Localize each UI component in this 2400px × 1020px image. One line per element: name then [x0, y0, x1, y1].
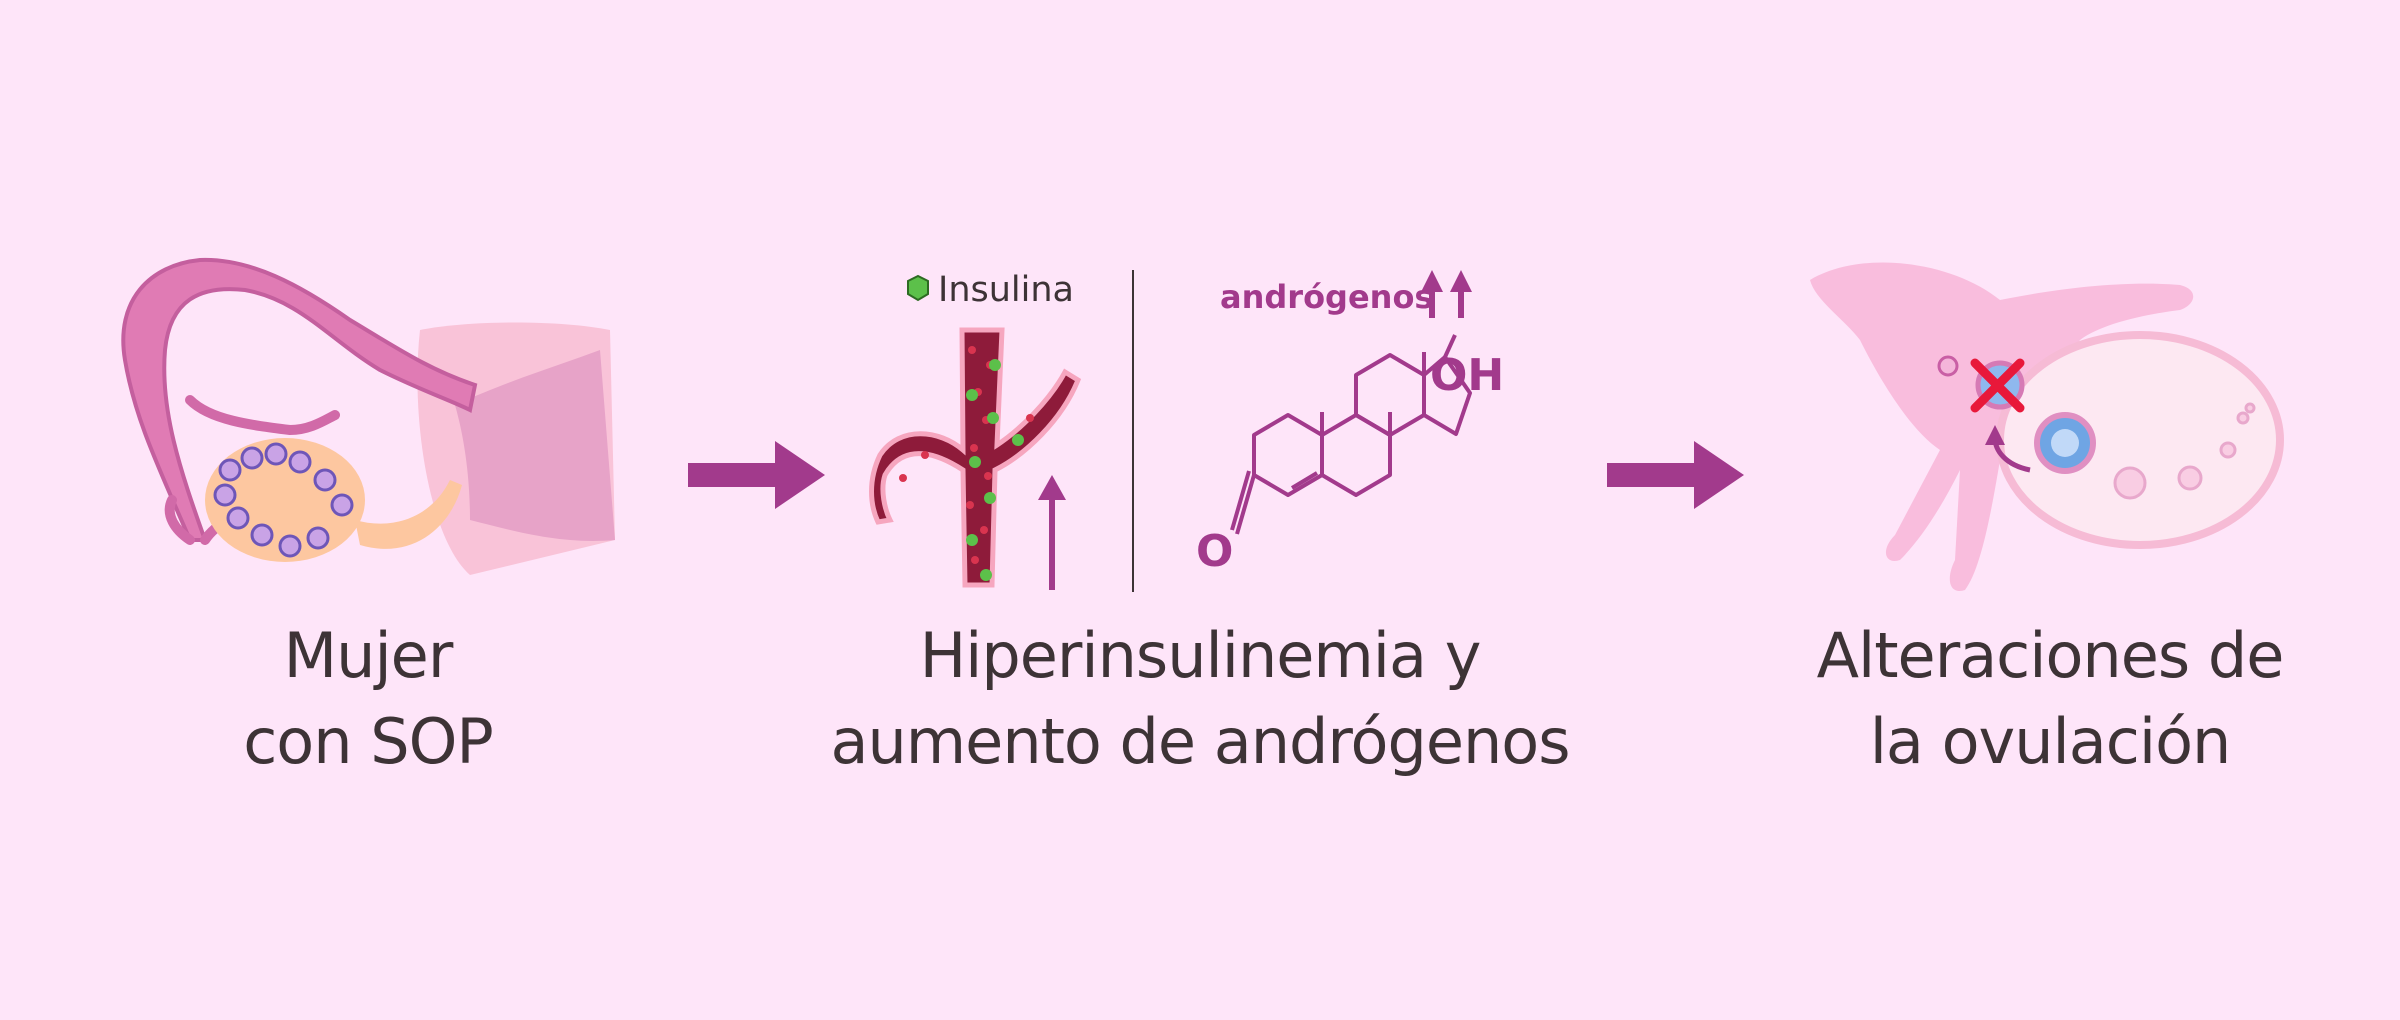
insulin-increase-arrow-icon — [1038, 475, 1066, 590]
oocyte-released — [1937, 355, 1959, 377]
hydroxyl-group-label: OH — [1430, 350, 1505, 401]
uterus-body — [455, 350, 615, 541]
caption-line: la ovulación — [1869, 705, 2232, 778]
caption-line: aumento de andrógenos — [830, 705, 1570, 778]
arrow-right-icon — [1607, 441, 1744, 509]
caption-line: con SOP — [243, 705, 494, 778]
ovarian-ligament — [355, 480, 462, 549]
androgenos-label: andrógenos — [1220, 278, 1434, 316]
caption-line: Mujer — [283, 619, 454, 692]
step-caption-hiperinsulinemia: Hiperinsulinemia y aumento de andrógenos — [800, 613, 1600, 785]
blocked-cross-icon — [1970, 358, 2025, 413]
caption-line: Alteraciones de — [1816, 619, 2285, 692]
ovulation-illustration — [1810, 262, 2284, 591]
insulin-molecules — [966, 359, 1024, 581]
arrow-right-icon — [688, 441, 825, 509]
fallopian-tube — [121, 257, 478, 542]
testosterone-structure-icon — [1230, 334, 1472, 535]
blood-vessel-illustration — [869, 327, 1082, 588]
step-caption-alteraciones: Alteraciones de la ovulación — [1780, 613, 2320, 785]
oxygen-label: O — [1196, 526, 1234, 577]
caption-line: Hiperinsulinemia y — [919, 619, 1482, 692]
small-follicles — [2113, 402, 2256, 500]
androgens-increase-arrows-icon — [1421, 270, 1472, 318]
follicle-oocyte — [2051, 429, 2079, 457]
step-caption-mujer-sop: Mujer con SOP — [168, 613, 568, 785]
uterus-pcos-illustration — [121, 257, 615, 575]
insulin-legend-icon — [907, 274, 929, 302]
curved-arrow-head — [1985, 425, 2005, 445]
insulina-label: Insulina — [938, 270, 1075, 310]
ovary-follicles — [213, 442, 354, 558]
